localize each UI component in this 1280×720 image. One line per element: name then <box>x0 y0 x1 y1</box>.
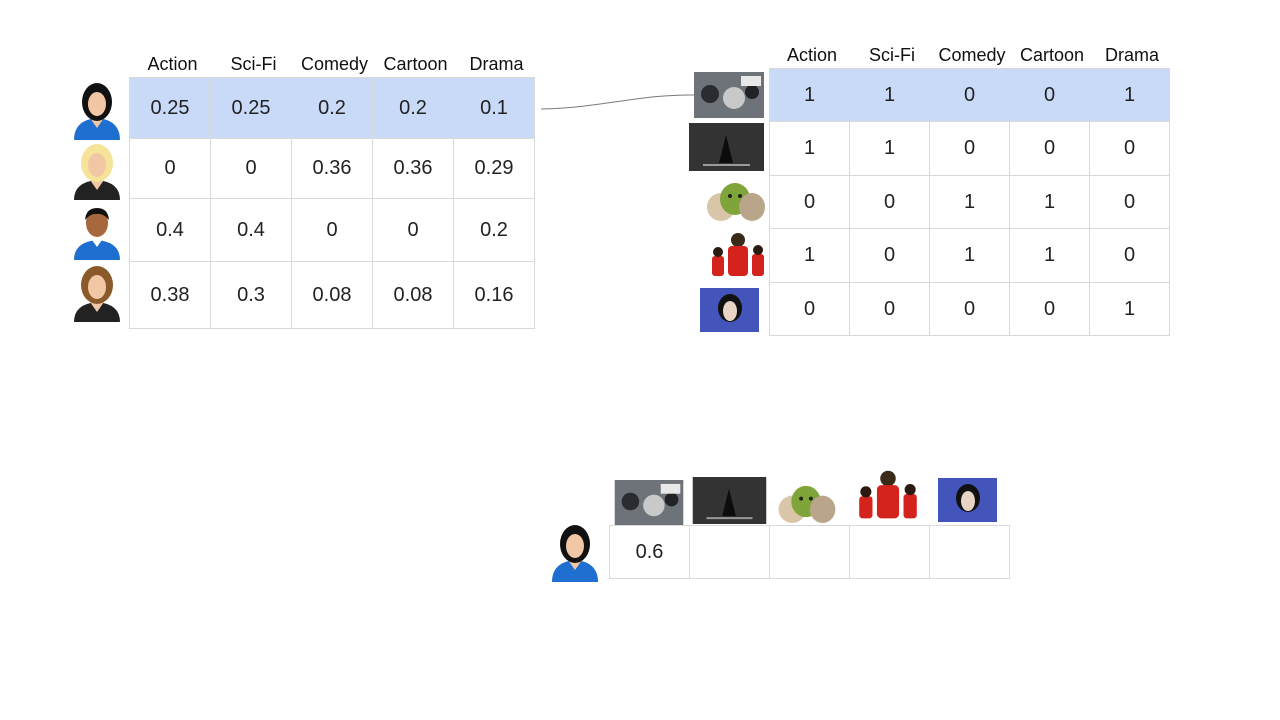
star-wars-poster <box>614 480 684 525</box>
user-genre-header: Action Sci-Fi Comedy Cartoon Drama <box>132 54 537 75</box>
matrix-cell: 0 <box>1089 121 1170 176</box>
table-row: 1 1 0 0 1 <box>769 68 1170 122</box>
table-row: 0.25 0.25 0.2 0.2 0.1 <box>129 77 535 139</box>
matrix-cell: 0.16 <box>453 261 535 329</box>
genre-header-scifi: Sci-Fi <box>869 45 915 65</box>
table-row: 0.4 0.4 0 0 0.2 <box>129 198 535 262</box>
matrix-cell: 1 <box>929 175 1010 229</box>
matrix-cell: 1 <box>849 121 930 176</box>
result-cell: 0.6 <box>609 525 690 579</box>
dark-knight-rises-poster <box>692 477 767 524</box>
table-row: 0 0 0 0 1 <box>769 282 1170 336</box>
matrix-cell: 1 <box>769 121 850 176</box>
matrix-cell: 0.08 <box>372 261 454 329</box>
movie-genre-matrix: 1 1 0 0 1 1 1 0 0 0 0 0 1 1 0 1 0 1 1 0 … <box>769 68 1170 336</box>
genre-header-cartoon: Cartoon <box>1019 45 1085 65</box>
memento-poster <box>938 478 997 522</box>
matrix-cell: 1 <box>1009 175 1090 229</box>
matrix-cell: 0 <box>929 282 1010 336</box>
genre-header-scifi: Sci-Fi <box>230 54 277 74</box>
genre-header-comedy: Comedy <box>300 54 369 74</box>
matrix-cell: 0 <box>1009 68 1090 122</box>
result-row-table: 0.6 <box>609 525 1010 579</box>
matrix-cell: 0 <box>1089 228 1170 283</box>
matrix-cell: 0.25 <box>210 77 292 139</box>
matrix-cell: 1 <box>769 228 850 283</box>
result-cell <box>929 525 1010 579</box>
incredibles-poster <box>859 470 917 519</box>
shrek-poster <box>707 183 765 221</box>
result-cell <box>769 525 850 579</box>
dark-knight-rises-poster <box>689 123 764 171</box>
matrix-cell: 0.1 <box>453 77 535 139</box>
genre-header-drama: Drama <box>469 54 524 74</box>
table-row: 0.38 0.3 0.08 0.08 0.16 <box>129 261 535 329</box>
matrix-cell: 0.38 <box>129 261 211 329</box>
matrix-cell: 0.3 <box>210 261 292 329</box>
matrix-cell: 1 <box>769 68 850 122</box>
movie-genre-header: Action Sci-Fi Comedy Cartoon Drama <box>772 45 1172 66</box>
matrix-cell: 0 <box>929 121 1010 176</box>
matrix-cell: 0.08 <box>291 261 373 329</box>
woman-black-hair-avatar <box>74 83 120 140</box>
genre-header-cartoon: Cartoon <box>383 54 448 74</box>
matrix-cell: 1 <box>1009 228 1090 283</box>
genre-header-action: Action <box>147 54 198 74</box>
result-cell <box>849 525 930 579</box>
matrix-cell: 0 <box>769 175 850 229</box>
matrix-cell: 0 <box>1009 121 1090 176</box>
matrix-cell: 0 <box>1009 282 1090 336</box>
matrix-cell: 0 <box>210 138 292 199</box>
matrix-cell: 1 <box>929 228 1010 283</box>
memento-poster <box>700 288 759 332</box>
shrek-poster <box>778 485 836 524</box>
matrix-cell: 1 <box>1089 282 1170 336</box>
matrix-cell: 0 <box>929 68 1010 122</box>
user-genre-matrix: 0.25 0.25 0.2 0.2 0.1 0 0 0.36 0.36 0.29… <box>129 77 535 329</box>
incredibles-poster <box>712 233 764 276</box>
matrix-cell: 0.25 <box>129 77 211 139</box>
matrix-cell: 0 <box>849 175 930 229</box>
table-row: 0.6 <box>609 525 1010 579</box>
matrix-cell: 1 <box>1089 68 1170 122</box>
woman-black-hair-avatar <box>552 525 598 582</box>
matrix-cell: 1 <box>849 68 930 122</box>
matrix-cell: 0 <box>129 138 211 199</box>
matrix-cell: 0 <box>1089 175 1170 229</box>
genre-header-comedy: Comedy <box>938 45 1006 65</box>
man-avatar <box>74 208 120 260</box>
star-wars-poster <box>694 72 764 118</box>
matrix-cell: 0 <box>849 282 930 336</box>
table-row: 0 0 0.36 0.36 0.29 <box>129 138 535 199</box>
table-row: 1 1 0 0 0 <box>769 121 1170 176</box>
woman-blonde-hair-avatar <box>74 144 120 200</box>
matrix-cell: 0 <box>849 228 930 283</box>
genre-header-action: Action <box>786 45 838 65</box>
matrix-cell: 0.36 <box>372 138 454 199</box>
woman-brown-hair-avatar <box>74 266 120 322</box>
matrix-cell: 0.4 <box>129 198 211 262</box>
result-cell <box>689 525 770 579</box>
matrix-cell: 0.29 <box>453 138 535 199</box>
matrix-cell: 0 <box>769 282 850 336</box>
matrix-cell: 0.2 <box>291 77 373 139</box>
table-row: 1 0 1 1 0 <box>769 228 1170 283</box>
matrix-cell: 0.36 <box>291 138 373 199</box>
genre-header-drama: Drama <box>1104 45 1159 65</box>
table-row: 0 0 1 1 0 <box>769 175 1170 229</box>
